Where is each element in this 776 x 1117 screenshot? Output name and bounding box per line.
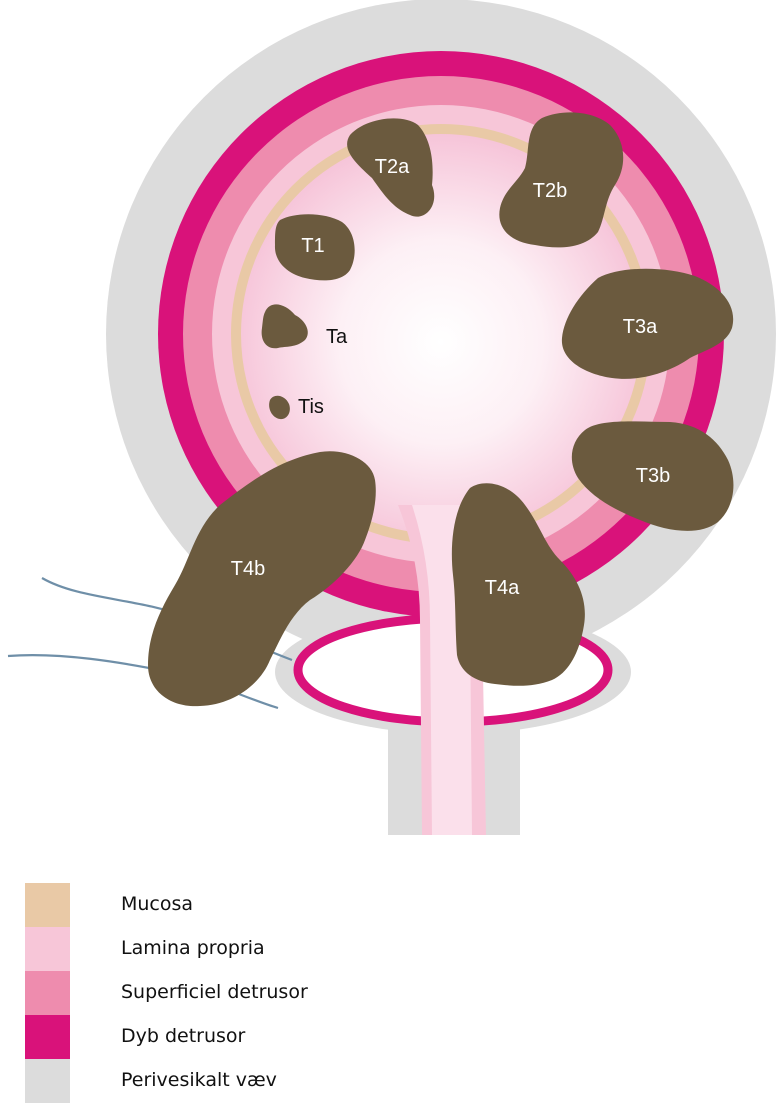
legend-label: Superficiel detrusor bbox=[121, 981, 308, 1003]
label-t1: T1 bbox=[301, 235, 324, 257]
legend-swatch bbox=[25, 883, 70, 927]
label-t4b: T4b bbox=[231, 558, 265, 580]
label-t2a: T2a bbox=[375, 156, 410, 178]
label-t4a: T4a bbox=[485, 577, 520, 599]
legend-item-mucosa: Mucosa bbox=[25, 883, 445, 927]
legend-swatch bbox=[25, 1015, 70, 1059]
legend-item-perivesical: Perivesikalt væv bbox=[25, 1059, 445, 1103]
legend-item-lamina-propria: Lamina propria bbox=[25, 927, 445, 971]
legend-swatch bbox=[25, 1059, 70, 1103]
legend-item-superficial-detrusor: Superficiel detrusor bbox=[25, 971, 445, 1015]
bladder-diagram: T2a T2b T1 Ta T3a Tis T3b T4b T4a bbox=[0, 0, 776, 840]
legend-label: Perivesikalt væv bbox=[121, 1069, 277, 1091]
label-t3b: T3b bbox=[636, 465, 670, 487]
legend-swatch bbox=[25, 971, 70, 1015]
label-t3a: T3a bbox=[623, 316, 658, 338]
label-ta: Ta bbox=[326, 326, 348, 348]
legend-item-deep-detrusor: Dyb detrusor bbox=[25, 1015, 445, 1059]
legend-label: Lamina propria bbox=[121, 937, 265, 959]
legend-label: Mucosa bbox=[121, 893, 193, 915]
label-t2b: T2b bbox=[533, 180, 567, 202]
label-tis: Tis bbox=[298, 396, 324, 418]
legend-swatch bbox=[25, 927, 70, 971]
legend-label: Dyb detrusor bbox=[121, 1025, 245, 1047]
